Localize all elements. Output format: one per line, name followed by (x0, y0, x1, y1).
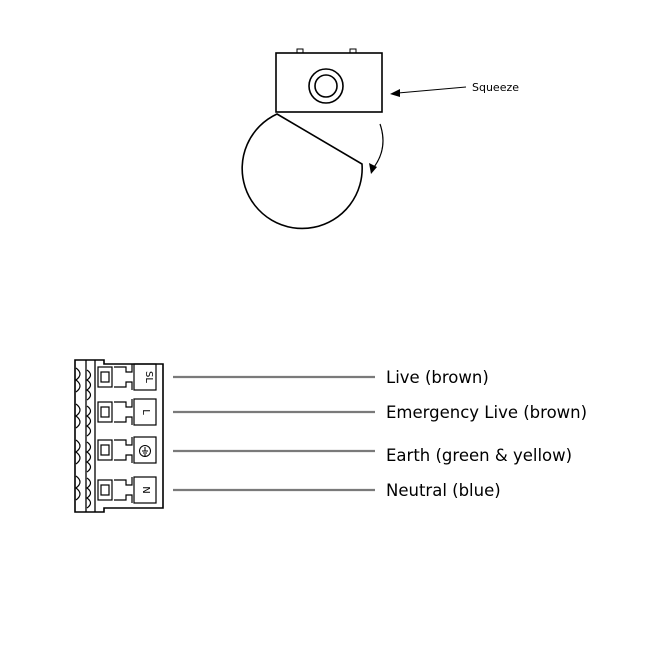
wire-label-live: Live (brown) (386, 368, 489, 387)
terminal-label-sl: SL (143, 371, 154, 383)
terminal-block-ribs (76, 368, 91, 508)
terminal-label-l: L (140, 409, 151, 415)
swing-arrow (371, 124, 383, 171)
wire-label-earth: Earth (green & yellow) (386, 446, 572, 465)
wire-label-neutral: Neutral (blue) (386, 481, 501, 500)
squeeze-label: Squeeze (472, 81, 519, 94)
earth-symbol-icon (140, 446, 151, 457)
terminal-label-n: N (140, 486, 151, 493)
wire-label-emergency-live: Emergency Live (brown) (386, 403, 587, 422)
wire-labels: Live (brown) Emergency Live (brown) Eart… (386, 368, 587, 500)
clip-button-outer (309, 69, 343, 103)
squeeze-pointer-line (398, 87, 466, 93)
clip-swing-sector (242, 114, 362, 228)
terminal-block: SL L N (75, 360, 163, 512)
clip-button-inner (315, 75, 337, 97)
terminal-slot-earth (98, 437, 156, 463)
wires (173, 377, 375, 490)
squeeze-arrowhead (390, 89, 400, 97)
clip-diagram: Squeeze (242, 49, 519, 228)
